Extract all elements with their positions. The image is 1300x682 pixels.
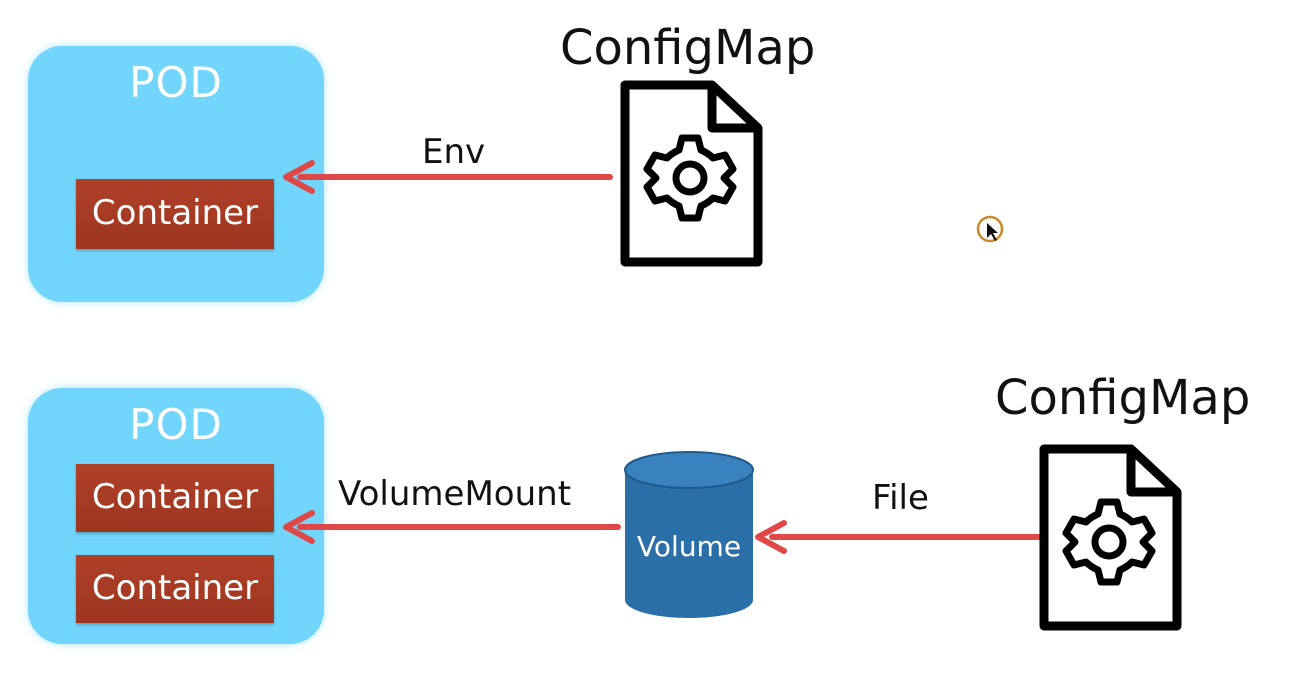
file-arrow [755,520,1043,554]
volume-mount-arrow [283,510,621,544]
configmap-title: ConfigMap [995,370,1251,426]
volume-cylinder-icon [624,451,754,618]
pod-top: POD Container [28,46,324,302]
configmap-file-icon [1039,444,1182,631]
volume-label: Volume [636,530,742,563]
configmap-title: ConfigMap [560,20,816,76]
cursor-icon [976,215,1004,243]
pod-title: POD [129,400,223,449]
pod-title: POD [129,58,223,107]
container-box: Container [76,464,274,532]
env-arrow [283,160,613,194]
pod-bottom: POD Container Container [28,388,324,644]
file-label: File [872,478,929,518]
container-box: Container [76,179,274,249]
volume-mount-label: VolumeMount [338,474,572,514]
container-box: Container [76,555,274,623]
configmap-file-icon [620,80,763,267]
env-label: Env [422,132,486,172]
